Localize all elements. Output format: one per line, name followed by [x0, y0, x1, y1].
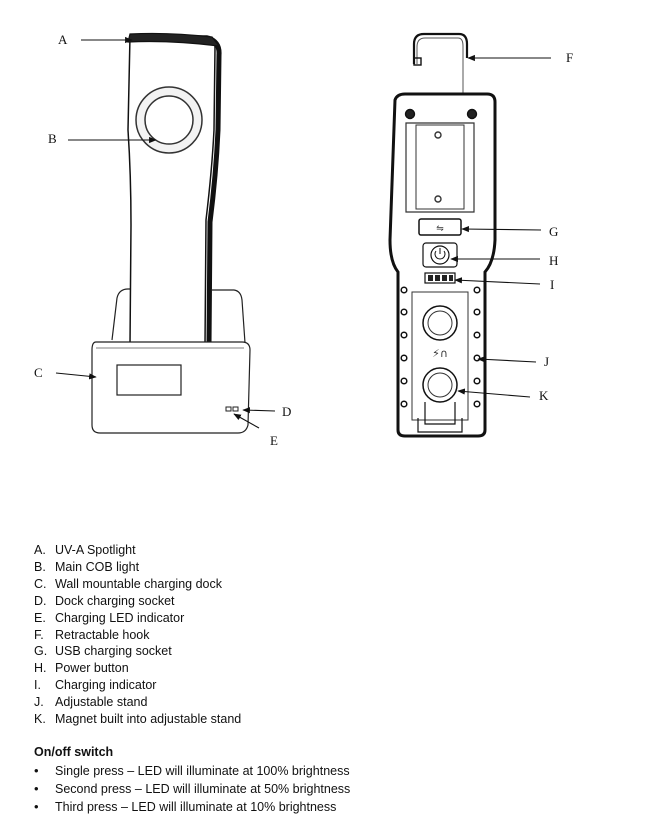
callout-c: C: [34, 365, 43, 380]
stand-magnet: [422, 367, 458, 403]
list-label: Single press – LED will illuminate at 10…: [55, 764, 350, 778]
list-label: Second press – LED will illuminate at 50…: [55, 782, 351, 796]
stand-slots: [400, 286, 481, 408]
retractable-hook: [412, 32, 469, 64]
uv-spotlight: [127, 32, 221, 47]
product-diagram: ⇋ ⚡∩: [34, 32, 573, 448]
list-item: B. Main COB light: [34, 559, 241, 576]
list-label: Wall mountable charging dock: [55, 576, 222, 591]
list-letter: G.: [34, 644, 48, 659]
list-label: USB charging socket: [55, 644, 172, 659]
list-letter: D.: [34, 593, 47, 608]
power-button-housing: [422, 242, 458, 268]
list-letter: F.: [34, 627, 44, 642]
list-item: • Single press – LED will illuminate at 1…: [34, 762, 350, 780]
usb-socket: [418, 218, 462, 236]
list-item: A. UV-A Spotlight: [34, 542, 241, 559]
list-label: Retractable hook: [55, 627, 150, 642]
cob-lens-inner: [144, 95, 194, 145]
callout-j: J: [544, 354, 549, 369]
svg-text:⇋: ⇋: [436, 224, 444, 234]
bullet: •: [34, 763, 39, 778]
list-letter: B.: [34, 559, 46, 574]
list-label: Third press – LED will illuminate at 10%…: [55, 800, 337, 814]
power-button: [430, 245, 450, 265]
dock-label-window: [116, 364, 182, 396]
list-letter: K.: [34, 712, 46, 727]
list-item: • Second press – LED will illuminate at 5…: [34, 780, 350, 798]
svg-text:⚡∩: ⚡∩: [432, 347, 448, 360]
callout-f: F: [566, 50, 573, 65]
callout-e: E: [270, 433, 278, 448]
list-label: Charging indicator: [55, 678, 157, 693]
list-item: H. Power button: [34, 660, 241, 677]
switch-heading: On/off switch: [34, 745, 114, 759]
callout-k: K: [539, 388, 549, 403]
list-letter: E.: [34, 610, 46, 625]
callout-lines: [55, 36, 551, 429]
parts-list: A. UV-A Spotlight B. Main COB light C. Wall…: [34, 542, 241, 728]
torch-rear-illustration: ⇋ ⚡∩: [388, 32, 497, 438]
list-item: E. Charging LED indicator: [34, 610, 241, 627]
list-letter: H.: [34, 661, 47, 676]
torch-in-dock-illustration: [91, 32, 251, 434]
callout-g: G: [549, 224, 558, 239]
list-letter: C.: [34, 576, 47, 591]
torch-body: [127, 35, 216, 346]
list-item: • Third press – LED will illuminate at 10…: [34, 798, 350, 816]
list-label: UV-A Spotlight: [55, 543, 136, 557]
list-item: C. Wall mountable charging dock: [34, 576, 241, 593]
list-letter: I.: [34, 678, 41, 693]
callout-i: I: [550, 277, 554, 292]
list-item: G. USB charging socket: [34, 643, 241, 660]
list-label: Main COB light: [55, 559, 140, 574]
list-label: Charging LED indicator: [55, 610, 185, 625]
bullet: •: [34, 781, 39, 796]
list-label: Power button: [55, 661, 129, 676]
list-letter: J.: [34, 695, 44, 710]
list-item: J. Adjustable stand: [34, 694, 241, 711]
callout-b: B: [48, 131, 57, 146]
list-item: F. Retractable hook: [34, 627, 241, 644]
dock-socket: [225, 406, 232, 412]
list-letter: A.: [34, 543, 46, 557]
switch-list: • Single press – LED will illuminate at 1…: [34, 762, 350, 816]
callout-a: A: [58, 32, 68, 47]
list-item: I. Charging indicator: [34, 677, 241, 694]
dock-led: [232, 406, 239, 412]
callout-d: D: [282, 404, 291, 419]
list-label: Dock charging socket: [55, 593, 175, 608]
list-item: K. Magnet built into adjustable stand: [34, 711, 241, 728]
list-item: D. Dock charging socket: [34, 593, 241, 610]
bullet: •: [34, 799, 39, 814]
callout-h: H: [549, 253, 558, 268]
list-label: Adjustable stand: [55, 695, 148, 710]
list-label: Magnet built into adjustable stand: [55, 712, 242, 727]
